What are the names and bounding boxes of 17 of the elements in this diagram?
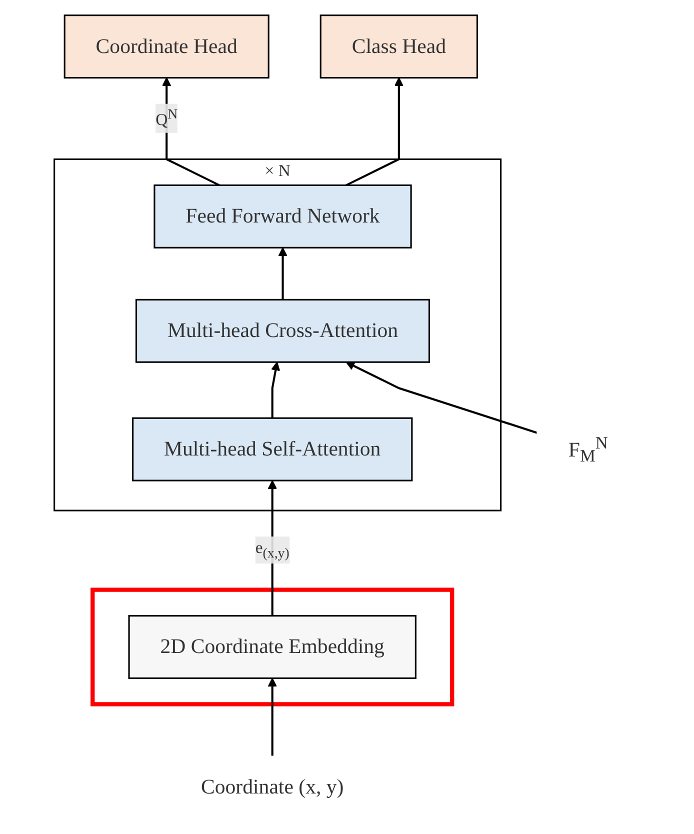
arrow [346, 362, 538, 434]
cluster [90, 588, 454, 706]
node-box: Multi-head Self-Attention [132, 417, 413, 482]
node-label: × N [265, 162, 291, 180]
edge-label: Q$^{N}$ [156, 106, 178, 130]
arrow [346, 77, 404, 186]
cluster [54, 158, 502, 512]
node-box: Multi-head Cross-Attention [136, 298, 430, 363]
arrow [271, 362, 280, 418]
node-box: Class Head [320, 14, 478, 79]
edge-label: e$_{(x,y)}$ [256, 540, 290, 561]
node-box: Feed Forward Network [154, 184, 412, 248]
node-box: 2D Coordinate Embedding [128, 615, 417, 679]
arrow [278, 247, 288, 300]
node-text: Coordinate (x, y) [201, 776, 344, 799]
node-box: Coordinate Head [64, 14, 270, 79]
arrow [268, 678, 278, 756]
